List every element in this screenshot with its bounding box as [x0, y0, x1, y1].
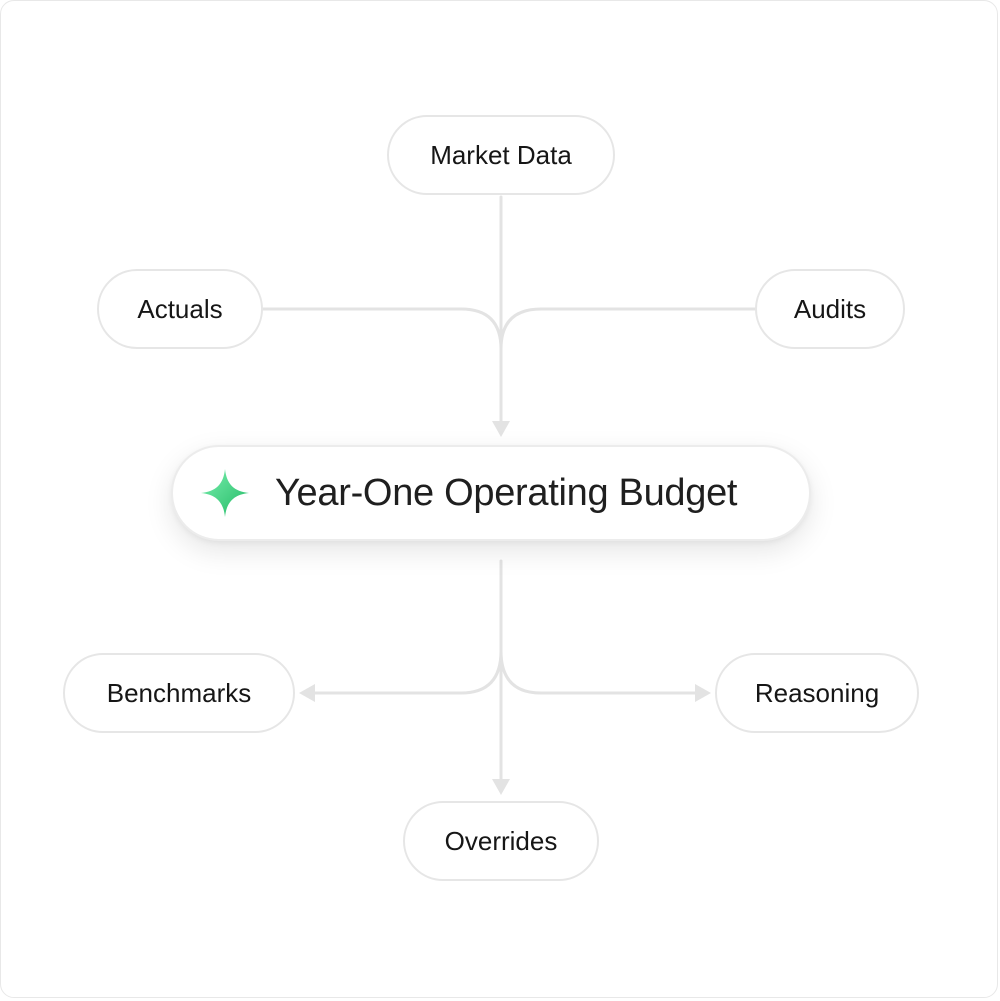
- central-node[interactable]: Year-One Operating Budget: [171, 445, 811, 541]
- arrowhead-benchmarks: [299, 684, 315, 702]
- connector-reasoning: [499, 649, 699, 695]
- node-label: Market Data: [430, 139, 572, 170]
- node-benchmarks[interactable]: Benchmarks: [63, 653, 295, 733]
- connector-audits: [499, 307, 757, 351]
- arrowhead-reasoning: [695, 684, 711, 702]
- central-node-label: Year-One Operating Budget: [275, 471, 738, 514]
- node-actuals[interactable]: Actuals: [97, 269, 263, 349]
- arrowhead-into-central: [492, 421, 510, 437]
- node-label: Actuals: [137, 293, 223, 324]
- arrowhead-overrides: [492, 779, 510, 795]
- node-label: Overrides: [444, 825, 558, 856]
- node-reasoning[interactable]: Reasoning: [715, 653, 919, 733]
- connector-benchmarks: [311, 649, 503, 695]
- connector-actuals: [261, 307, 503, 351]
- node-market-data[interactable]: Market Data: [387, 115, 615, 195]
- node-label: Audits: [793, 293, 867, 324]
- node-overrides[interactable]: Overrides: [403, 801, 599, 881]
- sparkle-icon: [201, 469, 249, 517]
- node-audits[interactable]: Audits: [755, 269, 905, 349]
- node-label: Reasoning: [754, 677, 880, 708]
- node-label: Benchmarks: [106, 677, 252, 708]
